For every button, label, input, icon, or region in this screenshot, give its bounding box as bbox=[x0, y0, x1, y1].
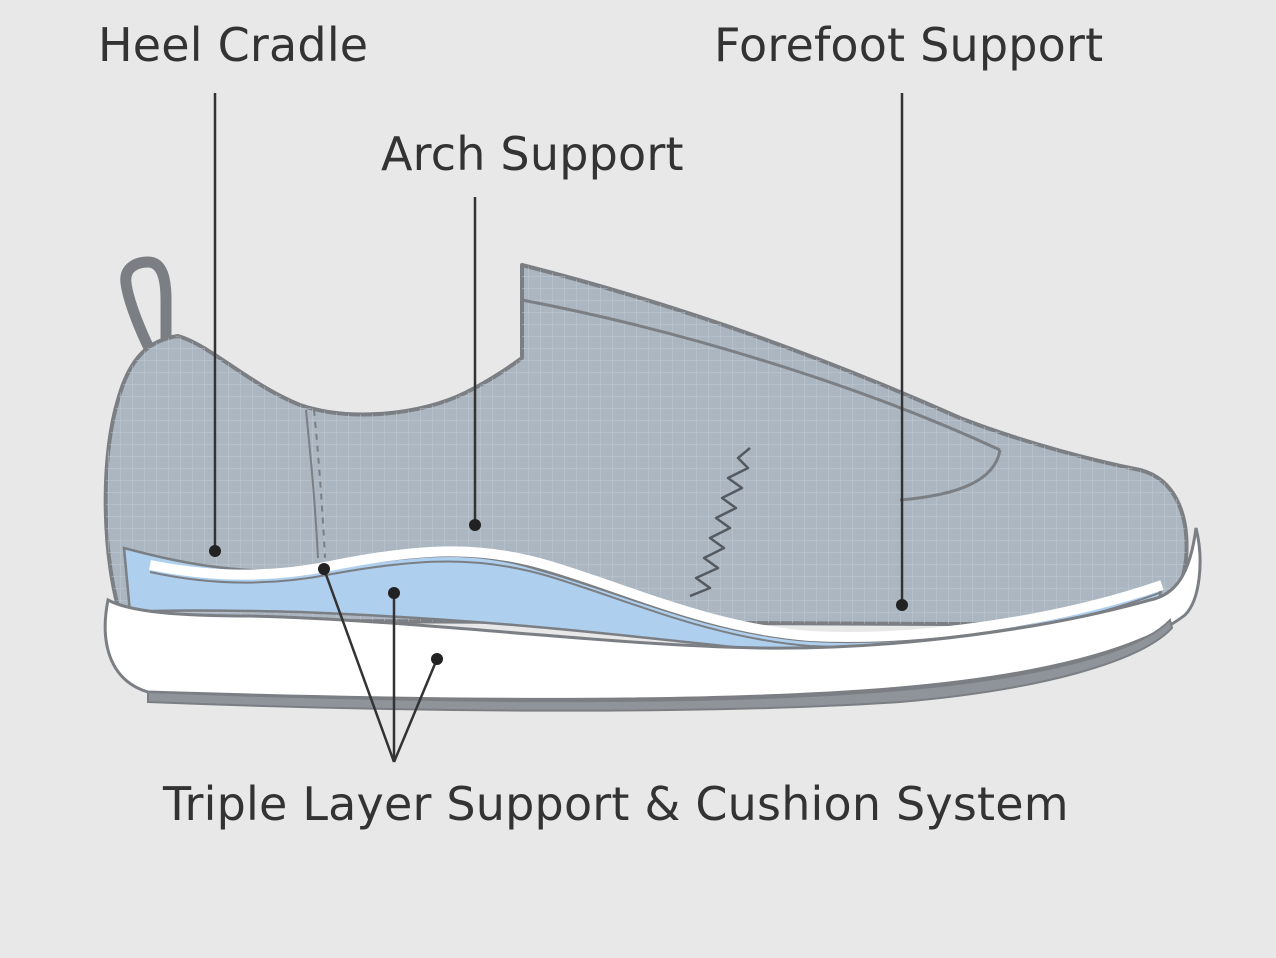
triple-layer-label: Triple Layer Support & Cushion System bbox=[163, 777, 1069, 831]
triple-dot-2 bbox=[388, 587, 400, 599]
heel-seam bbox=[305, 409, 319, 559]
forefoot-support-label: Forefoot Support bbox=[714, 18, 1104, 72]
arch-support-label: Arch Support bbox=[381, 127, 684, 181]
vamp-curve bbox=[899, 449, 1002, 502]
triple-leader-3 bbox=[392, 658, 439, 763]
triple-dot-1 bbox=[318, 563, 330, 575]
heel-cradle-label: Heel Cradle bbox=[98, 18, 369, 72]
outsole bbox=[103, 527, 1202, 701]
leader-dots bbox=[209, 519, 908, 665]
triple-leader-1 bbox=[322, 568, 396, 763]
arch-dot bbox=[469, 519, 481, 531]
shoe-upper-texture bbox=[105, 265, 1187, 625]
tongue-edge bbox=[521, 298, 1001, 452]
zigzag-stitch bbox=[689, 447, 751, 598]
heel-seam-stitch bbox=[313, 409, 326, 559]
triple-dot-3 bbox=[431, 653, 443, 665]
tread-strip bbox=[147, 617, 1174, 712]
heel-dot bbox=[209, 545, 221, 557]
leader-lines bbox=[213, 93, 904, 763]
heel-pull-loop bbox=[120, 256, 172, 356]
insole-top-band bbox=[149, 546, 1164, 642]
forefoot-dot bbox=[896, 599, 908, 611]
